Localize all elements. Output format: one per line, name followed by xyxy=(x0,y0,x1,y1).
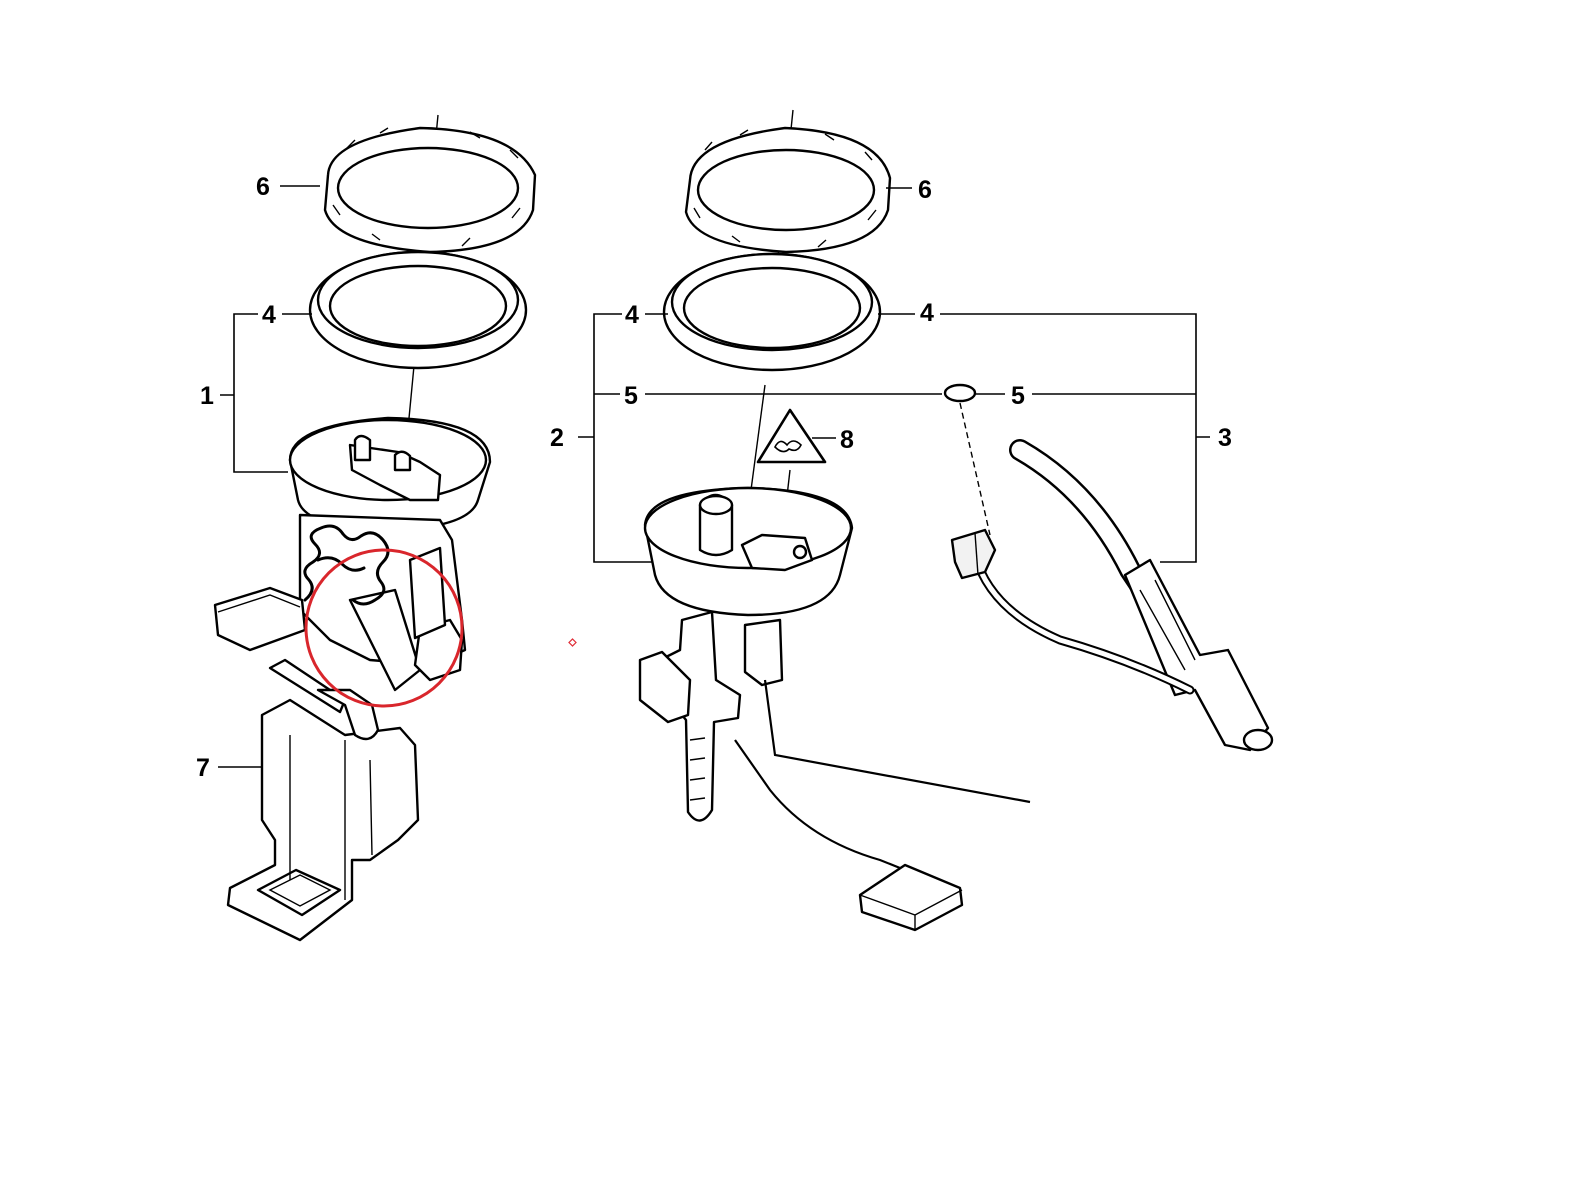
line-clip xyxy=(950,528,997,580)
callout-6-left: 6 xyxy=(256,173,270,201)
callout-4-middle: 4 xyxy=(625,301,639,329)
strainer-bracket xyxy=(226,658,420,942)
locking-ring-middle xyxy=(684,126,892,254)
level-sender-body xyxy=(638,610,1031,932)
seal-ring-middle xyxy=(662,252,882,372)
callout-5-right: 5 xyxy=(1011,382,1025,410)
o-ring-5 xyxy=(943,383,977,403)
callout-1: 1 xyxy=(200,382,214,410)
leader-lines xyxy=(218,185,1210,768)
callout-7: 7 xyxy=(196,754,210,782)
callout-4-right: 4 xyxy=(920,299,934,327)
middle-assembly xyxy=(638,109,1031,932)
callout-2: 2 xyxy=(550,424,564,452)
left-assembly xyxy=(213,114,537,942)
callout-6-middle: 6 xyxy=(918,176,932,204)
hose-fitting xyxy=(1123,558,1270,752)
callout-8: 8 xyxy=(840,426,854,454)
highlight-circle xyxy=(304,548,464,708)
marker-dot xyxy=(568,638,577,647)
triangle-warning-icon xyxy=(756,408,827,464)
callout-5-middle: 5 xyxy=(624,382,638,410)
callout-labels: 6 6 4 4 4 1 5 5 2 8 3 7 xyxy=(196,173,1232,782)
callout-3: 3 xyxy=(1218,424,1232,452)
callout-4-left: 4 xyxy=(262,301,276,329)
sender-flange-middle xyxy=(643,486,854,617)
pump-flange-left xyxy=(288,416,492,532)
pump-body-left xyxy=(213,513,467,692)
right-assembly xyxy=(943,383,1274,752)
seal-ring-left xyxy=(308,250,528,370)
locking-ring-left xyxy=(323,126,537,254)
